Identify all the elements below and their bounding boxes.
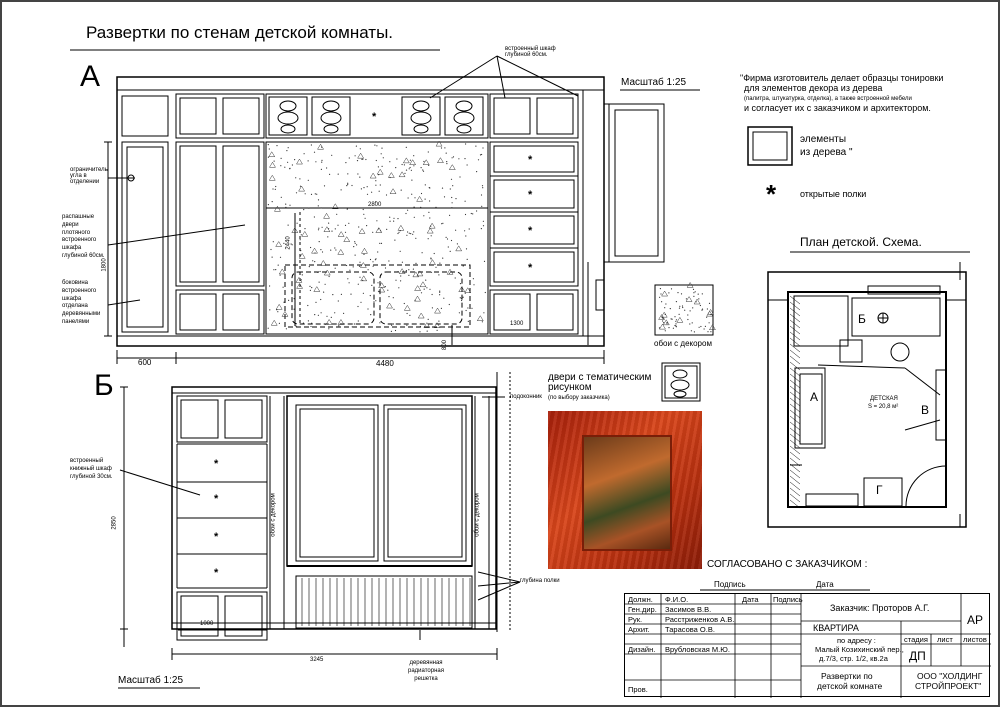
dim-wall-b-small: 1000 xyxy=(200,621,214,627)
stamp-address-2: Малый Козихинский пер., xyxy=(815,645,904,654)
stamp-row-role: Ген.дир. xyxy=(628,605,657,614)
stamp-header-date: Дата xyxy=(742,595,759,604)
note-line-4: и согласует их с заказчиком и архитектор… xyxy=(744,103,931,113)
sheet-title: Развертки по стенам детской комнаты. xyxy=(86,23,394,42)
doors-theme-line-1: двери с тематическим xyxy=(548,372,652,383)
callout-hinged-doors: распашные двери плотяного встроенного шк… xyxy=(62,214,105,259)
stamp-company-2: СТРОЙПРОЕКТ" xyxy=(915,681,982,691)
wall-a-label: А xyxy=(80,60,101,93)
stamp-header-stage: стадия xyxy=(904,635,928,644)
wall-a-scale: Масштаб 1:25 xyxy=(621,77,687,88)
asterisk-icon: * xyxy=(214,493,219,505)
approval-signature: Подпись xyxy=(714,580,746,589)
themed-door-render xyxy=(548,411,702,569)
dim-wall-b-width: 3245 xyxy=(310,657,324,663)
stamp-sheet-title-2: детской комнате xyxy=(817,681,883,691)
stamp-row-role: Дизайн. xyxy=(628,645,656,654)
dim-wall-b-height: 2850 xyxy=(111,516,118,530)
plan-label-g: Г xyxy=(876,483,883,497)
dim-wall-a-height: 1800 xyxy=(101,258,108,272)
stamp-row-name: Засимов В.В. xyxy=(665,605,712,614)
plan-label-b: Б xyxy=(858,312,866,326)
callout-built-in-closet: встроенный шкаф глубиной 60см. xyxy=(505,46,556,58)
note-line-3: (палитра, штукатурка, отделка), а также … xyxy=(744,96,912,102)
callout-windowsill: подоконник xyxy=(510,394,542,400)
dim-wall-a-left: 600 xyxy=(138,358,152,367)
stamp-row-role: Пров. xyxy=(628,685,648,694)
stamp-object: КВАРТИРА xyxy=(813,623,859,633)
stamp-header-sheets: листов xyxy=(963,635,987,644)
stamp-sheet-title-1: Развертки по xyxy=(821,671,873,681)
stamp-row-name: Врубловская М.Ю. xyxy=(665,645,730,654)
asterisk-icon: * xyxy=(214,458,219,470)
stamp-company-1: ООО "ХОЛДИНГ xyxy=(917,671,983,681)
wall-b-scale: Масштаб 1:25 xyxy=(118,675,184,686)
stamp-row-role: Рук. xyxy=(628,615,643,624)
wallpaper-vertical-right: обои с декором xyxy=(474,493,481,537)
dim-wall-a-bottom: 800 xyxy=(442,339,449,351)
wallpaper-vertical-left: обои с декором xyxy=(270,493,277,537)
doors-theme-line-2: рисунком xyxy=(548,382,592,393)
approval-date: Дата xyxy=(816,580,834,589)
dim-wall-a-right: 1300 xyxy=(510,321,524,327)
stamp-row-name: Расстриженков А.В. xyxy=(665,615,735,624)
radiator-label: деревянная радиаторная решетка xyxy=(408,660,444,682)
plan-label-a: А xyxy=(810,390,819,404)
asterisk-icon: * xyxy=(214,531,219,543)
stamp-address-1: по адресу : xyxy=(837,636,876,645)
title-block: Должн. Ф.И.О. Дата Подпись Ген.дир. Заси… xyxy=(624,593,991,698)
wall-b-outline xyxy=(171,386,497,630)
legend-open-shelves: открытые полки xyxy=(800,189,867,199)
stamp-header-name: Ф.И.О. xyxy=(665,595,689,604)
plan-label-v: В xyxy=(921,403,930,417)
wall-b-label: Б xyxy=(94,369,114,402)
asterisk-icon: * xyxy=(528,189,533,201)
stamp-row-role: Архит. xyxy=(628,625,650,634)
stamp-code: АР xyxy=(967,613,984,627)
asterisk-icon: * xyxy=(214,567,219,579)
title-block-grid xyxy=(625,594,991,698)
dim-wall-a-width: 4480 xyxy=(376,359,394,368)
dim-wall-a-inner: 2800 xyxy=(368,202,382,208)
note-line-2: для элементов декора из дерева xyxy=(744,83,883,93)
wallpaper-label: обои с декором xyxy=(654,339,712,348)
dim-wall-a-bed: 2440 xyxy=(285,236,292,250)
asterisk-icon: * xyxy=(372,111,377,123)
legend-wood-elements: элементы из дерева " xyxy=(800,134,853,158)
asterisk-icon: * xyxy=(528,262,533,274)
stamp-stage: ДП xyxy=(909,649,926,663)
callout-shelf-depth: глубина полки xyxy=(520,578,560,584)
plan-outer-wall xyxy=(767,271,967,528)
stamp-header-sign: Подпись xyxy=(773,595,803,604)
approval-heading: СОГЛАСОВАНО С ЗАКАЗЧИКОМ : xyxy=(707,559,868,570)
asterisk-icon: * xyxy=(528,225,533,237)
stamp-row-name: Тарасова О.В. xyxy=(665,625,715,634)
note-line-1: "Фирма изготовитель делает образцы тонир… xyxy=(740,73,944,83)
asterisk-icon: * xyxy=(528,154,533,166)
callout-bookshelf: встроенный книжный шкаф глубиной 30см. xyxy=(70,458,113,480)
stamp-header-role: Должн. xyxy=(628,595,653,604)
stamp-customer: Заказчик: Проторов А.Г. xyxy=(830,603,930,613)
doors-theme-line-3: (по выбору заказчика) xyxy=(548,395,610,401)
legend-asterisk-icon: * xyxy=(766,179,777,209)
themed-painting xyxy=(582,435,672,551)
plan-room-name: ДЕТСКАЯ xyxy=(870,396,898,402)
callout-corner-limiter: ограничитель угла в отделении xyxy=(70,167,108,185)
plan-title: План детской. Схема. xyxy=(800,235,922,249)
stamp-address-3: д.7/3, стр. 1/2, кв.2а xyxy=(819,654,888,663)
callout-side-panel: боковина встроенного шкафа отделана дере… xyxy=(62,280,101,325)
plan-room-area: S = 20,8 м² xyxy=(868,404,899,410)
stamp-header-sheet: лист xyxy=(937,635,953,644)
